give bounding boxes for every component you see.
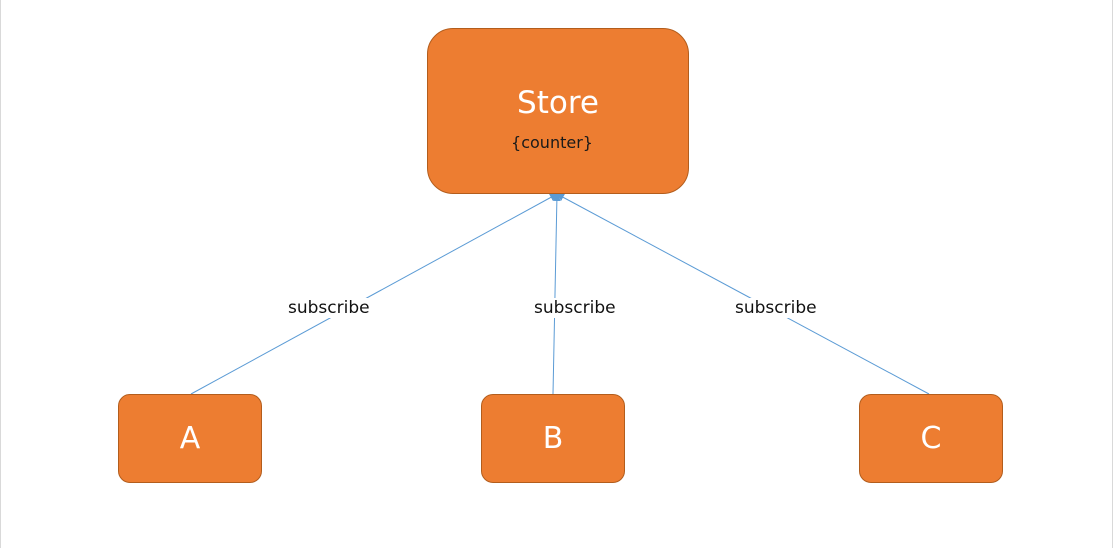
edge-a-to-store — [190, 193, 558, 395]
edge-label-c: subscribe — [734, 298, 818, 318]
edge-label-a: subscribe — [287, 298, 371, 318]
component-node-c[interactable]: C — [859, 394, 1003, 483]
edge-label-b: subscribe — [533, 298, 617, 318]
store-state: {counter} — [511, 132, 593, 152]
store-title: Store — [517, 84, 599, 121]
edge-c-to-store — [556, 193, 930, 395]
edge-b-to-store — [552, 193, 561, 395]
component-node-b[interactable]: B — [481, 394, 625, 483]
component-a-label: A — [179, 421, 201, 456]
component-b-label: B — [542, 421, 564, 456]
component-node-a[interactable]: A — [118, 394, 262, 483]
store-node[interactable]: Store {counter} — [427, 28, 689, 194]
component-c-label: C — [920, 421, 942, 456]
